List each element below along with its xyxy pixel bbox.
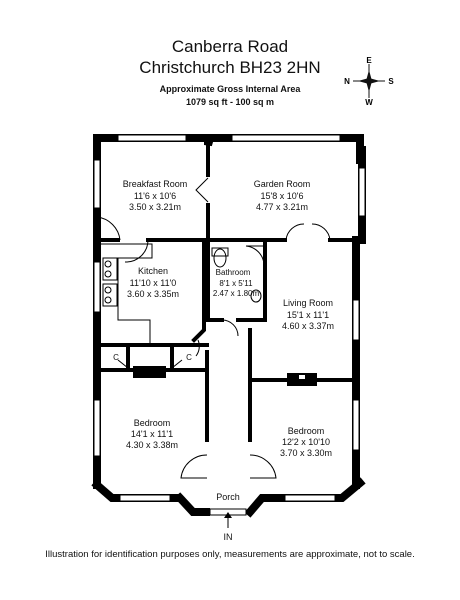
address-line-2: Christchurch BH23 2HN bbox=[139, 58, 321, 77]
room-dims-breakfast-room: 11'6 x 10'6 bbox=[134, 191, 176, 201]
chimney-breast bbox=[287, 373, 317, 386]
room-metric-breakfast-room: 3.50 x 3.21m bbox=[129, 202, 181, 212]
doors bbox=[96, 177, 331, 479]
room-label-bedroom-1: Bedroom bbox=[134, 418, 171, 428]
compass-s: S bbox=[388, 77, 394, 86]
room-label-living-room: Living Room bbox=[283, 298, 333, 308]
room-dims-bathroom: 8'1 x 5'11 bbox=[219, 279, 253, 288]
porch-label: Porch bbox=[216, 492, 240, 502]
room-metric-bedroom-1: 4.30 x 3.38m bbox=[126, 440, 178, 450]
room-metric-garden-room: 4.77 x 3.21m bbox=[256, 202, 308, 212]
entrance-label: IN bbox=[224, 532, 233, 542]
room-label-kitchen: Kitchen bbox=[138, 266, 168, 276]
compass-e: E bbox=[366, 56, 372, 65]
area-label: Approximate Gross Internal Area bbox=[159, 84, 301, 94]
address-line-1: Canberra Road bbox=[171, 37, 289, 56]
entrance-arrow-icon bbox=[224, 512, 232, 528]
room-dims-living-room: 15'1 x 11'1 bbox=[287, 310, 329, 320]
room-label-bedroom-2: Bedroom bbox=[288, 426, 325, 436]
room-dims-kitchen: 11'10 x 11'0 bbox=[130, 278, 177, 288]
room-metric-kitchen: 3.60 x 3.35m bbox=[127, 289, 179, 299]
room-dims-garden-room: 15'8 x 10'6 bbox=[261, 191, 304, 201]
room-label-garden-room: Garden Room bbox=[254, 179, 311, 189]
bathroom-fixtures bbox=[211, 245, 265, 303]
chimney-breast bbox=[133, 366, 166, 378]
area-value: 1079 sq ft - 100 sq m bbox=[185, 97, 275, 107]
room-dims-bedroom-1: 14'1 x 11'1 bbox=[131, 429, 173, 439]
room-label-breakfast-room: Breakfast Room bbox=[123, 179, 188, 189]
cupboard-label-left: C bbox=[113, 353, 119, 362]
cupboard-label-right: C bbox=[186, 353, 192, 362]
room-metric-bedroom-2: 3.70 x 3.30m bbox=[280, 448, 332, 458]
room-metric-bathroom: 2.47 x 1.80m bbox=[213, 289, 260, 298]
compass-icon: E N S W bbox=[344, 56, 394, 106]
compass-n: N bbox=[344, 77, 350, 86]
room-metric-living-room: 4.60 x 3.37m bbox=[282, 321, 334, 331]
room-label-bathroom: Bathroom bbox=[216, 268, 251, 277]
disclaimer: Illustration for identification purposes… bbox=[45, 549, 415, 560]
compass-w: W bbox=[365, 98, 373, 106]
kitchen-units bbox=[100, 243, 153, 345]
room-dims-bedroom-2: 12'2 x 10'10 bbox=[282, 437, 330, 447]
